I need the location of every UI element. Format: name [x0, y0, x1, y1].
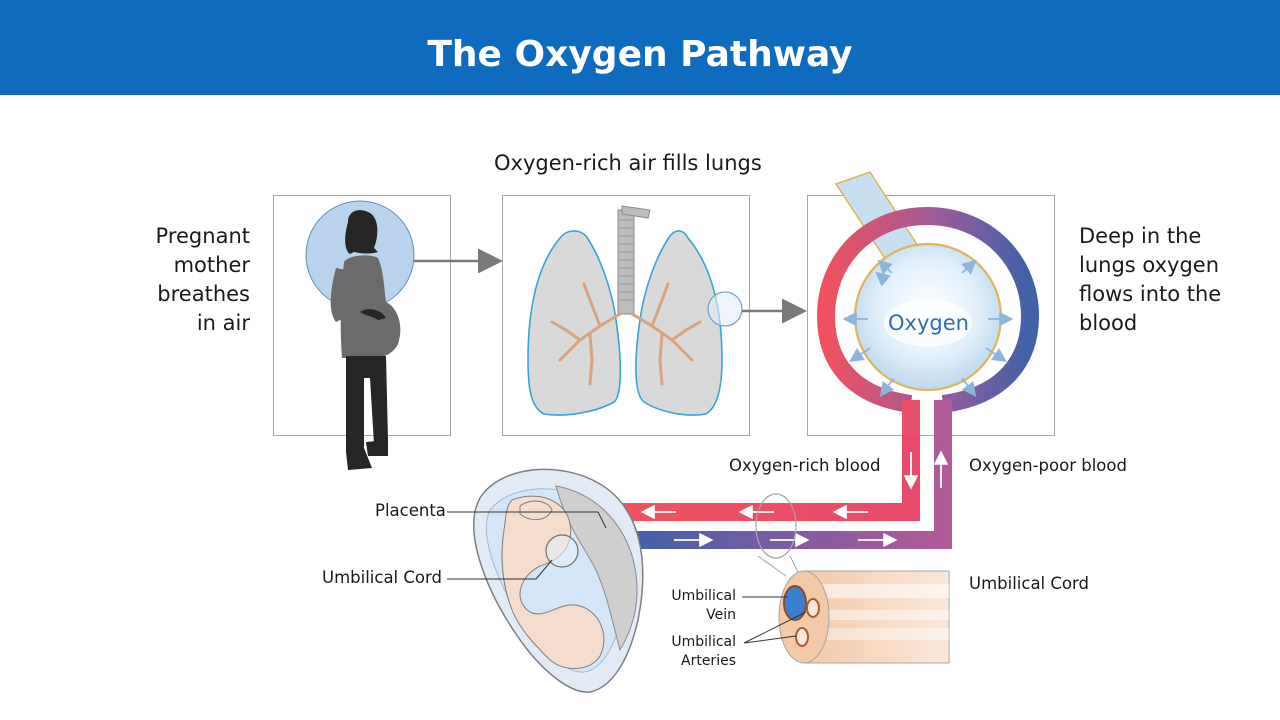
cord-section-marker	[755, 493, 797, 559]
placenta-leader-tick	[597, 511, 607, 529]
umbilical-arteries-label-1: Umbilical	[671, 634, 736, 650]
umbilical-vein-label-2: Vein	[706, 607, 736, 623]
artery-leader-2	[743, 635, 797, 644]
capillary-loop	[816, 206, 1040, 436]
mother-label-4: in air	[196, 311, 250, 335]
mother-label-1: Pregnant	[155, 224, 250, 248]
zoom-line-top	[757, 555, 787, 577]
deep-label-4: blood	[1079, 311, 1138, 335]
blood-vessels	[610, 434, 952, 549]
lungs-caption: Oxygen-rich air fills lungs	[494, 151, 762, 175]
umbilical-arteries-label-2: Arteries	[681, 653, 736, 669]
oxygen-rich-blood-label: Oxygen-rich blood	[729, 456, 881, 475]
umbilical-cord-highlight	[545, 534, 579, 568]
uterus-with-fetus	[473, 468, 644, 693]
oxygen-cloud	[884, 299, 972, 347]
deep-label-2: lungs oxygen	[1079, 253, 1220, 277]
umbilical-cord-cross-section	[778, 570, 950, 664]
umbilical-cord-label-right: Umbilical Cord	[969, 574, 1089, 593]
mother-label-2: mother	[173, 253, 250, 277]
cord-leader-tick	[535, 559, 553, 580]
umbilical-vein-label-1: Umbilical	[671, 588, 736, 604]
artery-leader-1	[743, 611, 807, 644]
pregnant-mother-silhouette	[330, 210, 401, 470]
oxygen-poor-blood-label: Oxygen-poor blood	[969, 456, 1127, 475]
umbilical-cord-label-left: Umbilical Cord	[322, 568, 442, 587]
lungs-illustration	[527, 205, 723, 416]
oxygen-label: Oxygen	[888, 311, 969, 335]
page-title: The Oxygen Pathway	[427, 34, 853, 75]
deep-label-1: Deep in the	[1079, 224, 1202, 248]
placenta-label: Placenta	[375, 501, 446, 520]
alveolus-highlight	[707, 291, 743, 327]
oxygen-diffusion-arrows	[842, 259, 1014, 397]
header-bar	[0, 0, 1280, 95]
deep-label-3: flows into the	[1079, 282, 1222, 306]
mother-label-3: breathes	[157, 282, 250, 306]
